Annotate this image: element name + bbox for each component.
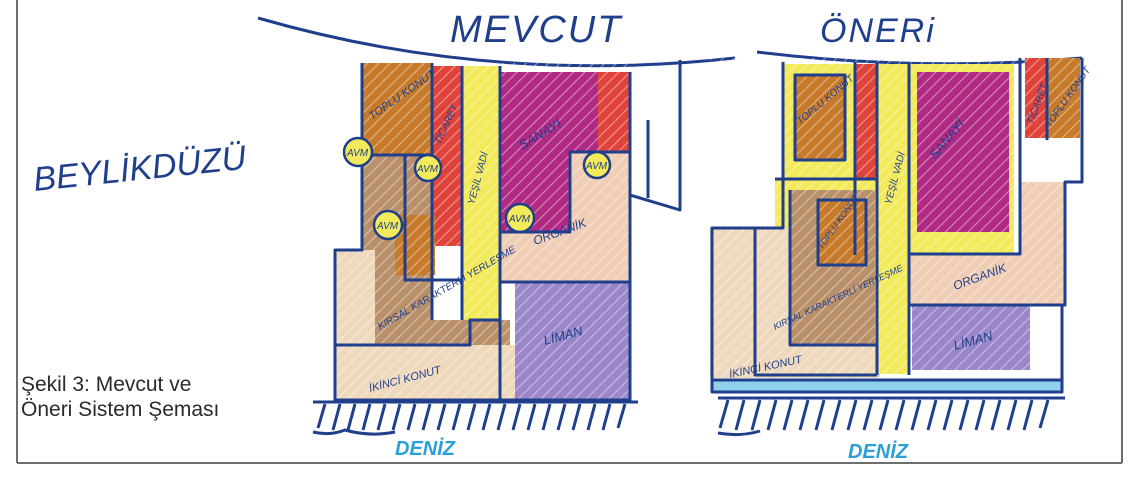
figure-caption: Şekil 3: Mevcut ve Öneri Sistem Şeması [21,372,281,422]
mevcut-avm-markers: AVM AVM AVM AVM AVM [342,136,612,241]
beylikduzu-label: BEYLİKDÜZÜ [32,139,249,199]
oneri-sea-hatch [717,396,1065,437]
mevcut-line-7 [403,155,462,282]
avm-label: AVM [416,164,439,175]
mevcut-top-curve [257,16,736,68]
avm-label: AVM [508,214,531,225]
mevcut-plan: AVM AVM AVM AVM AVM TOPLU KONUT TİCARET … [257,16,736,460]
oneri-line-10 [816,198,868,267]
caption-line-1: Şekil 3: Mevcut ve [21,373,192,396]
oneri-plan: TOPLU KONUT YEŞİL VADİ SANAYİ TİCARET TO… [710,50,1094,463]
oneri-line-9 [788,190,877,347]
oneri-title: ÖNERi [820,12,936,50]
oneri-outline [710,58,1084,394]
avm-label: AVM [376,221,399,232]
avm-marker [582,150,612,180]
oneri-line-4 [909,58,1022,256]
oneri-sea-label: DENİZ [848,440,909,463]
oneri-line-11 [753,228,877,377]
mevcut-outline [333,63,632,402]
mevcut-sea-hatch [312,400,638,436]
mevcut-sea-label: DENİZ [395,437,456,460]
avm-label: AVM [346,148,369,159]
avm-marker [504,202,536,234]
oneri-hatch-overlay [710,58,1082,378]
avm-label: AVM [585,161,608,172]
caption-line-2: Öneri Sistem Şeması [21,398,220,421]
oneri-sea-band [712,380,1062,392]
avm-marker [372,209,404,241]
mevcut-line-8 [335,318,500,347]
avm-marker [342,136,374,168]
oneri-line-7 [793,73,847,162]
avm-marker [413,153,443,183]
mevcut-annex [629,60,682,212]
mevcut-title: MEVCUT [450,9,623,51]
